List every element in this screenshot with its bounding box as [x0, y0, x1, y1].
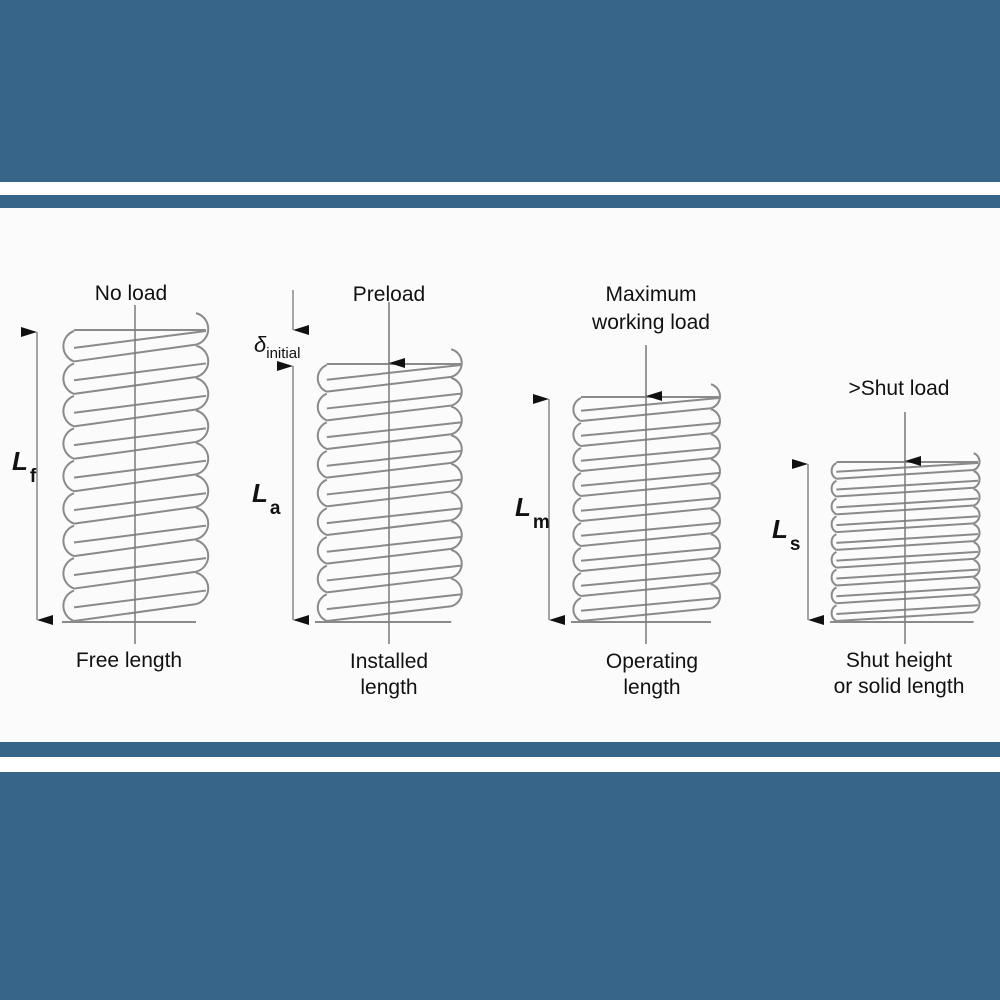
- spring-coil: [62, 312, 210, 623]
- load-condition-label: >Shut load: [848, 377, 949, 400]
- length-symbol: La: [252, 478, 281, 519]
- length-symbol: Ls: [772, 514, 800, 555]
- top-banner: [0, 0, 1000, 182]
- load-condition-label: No load: [95, 282, 167, 305]
- bottom-banner: [0, 772, 1000, 1000]
- top-stripe: [0, 195, 1000, 208]
- length-symbol: Lf: [12, 446, 37, 487]
- bottom-stripe: [0, 742, 1000, 757]
- length-name-label: Free length: [76, 649, 182, 672]
- load-condition-label: Preload: [353, 283, 425, 306]
- length-symbol: Lm: [515, 492, 550, 533]
- initial-deflection-symbol: δinitial: [254, 332, 300, 362]
